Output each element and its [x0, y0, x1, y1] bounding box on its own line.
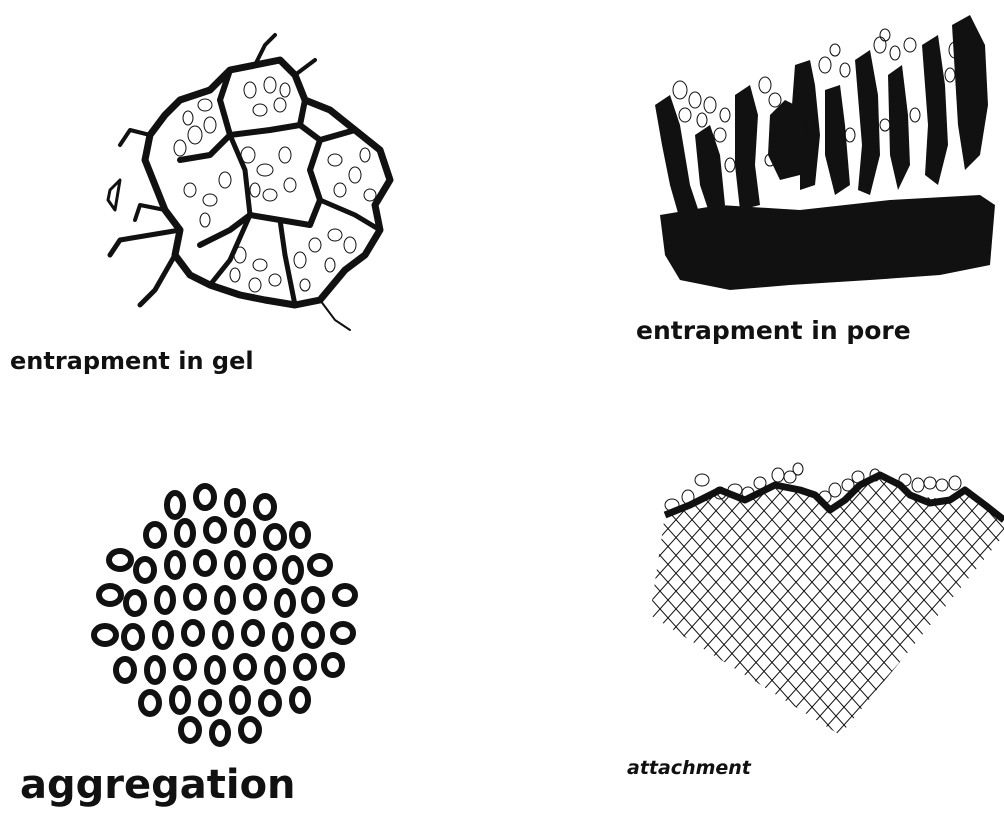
mesh-line — [762, 455, 1004, 745]
mesh-line — [630, 455, 830, 745]
mesh-line — [630, 455, 798, 745]
mesh-line — [630, 455, 830, 745]
label-attachment: attachment — [627, 757, 751, 779]
mesh-line — [986, 455, 1004, 745]
surface-attachment-illustration — [630, 455, 1004, 745]
mesh-line — [630, 455, 798, 745]
mesh-line — [630, 455, 638, 745]
panel-entrapment-in-gel — [80, 30, 400, 340]
mesh-line — [630, 455, 686, 745]
mesh-line — [630, 455, 670, 745]
mesh-line — [630, 455, 702, 745]
panel-entrapment-in-pore — [640, 5, 1004, 305]
mesh-line — [650, 455, 910, 745]
panel-aggregation — [85, 475, 370, 755]
mesh-line — [630, 455, 702, 745]
label-entrapment-in-pore: entrapment in pore — [636, 316, 911, 345]
mesh-line — [630, 455, 686, 745]
mesh-line — [630, 455, 654, 745]
panel-attachment — [630, 455, 1004, 745]
porous-support-illustration — [640, 5, 1004, 305]
mesh-line — [922, 455, 1004, 745]
mesh-line — [922, 455, 1004, 745]
label-aggregation: aggregation — [20, 762, 296, 808]
mesh-line — [630, 455, 638, 745]
mesh-line — [630, 455, 670, 745]
mesh-line — [746, 455, 1004, 745]
gel-matrix-illustration — [80, 30, 400, 340]
mesh-line — [762, 455, 1004, 745]
label-entrapment-in-gel: entrapment in gel — [10, 347, 254, 375]
cell-aggregate-illustration — [85, 475, 370, 755]
mesh-line — [630, 455, 654, 745]
mesh-line — [986, 455, 1004, 745]
